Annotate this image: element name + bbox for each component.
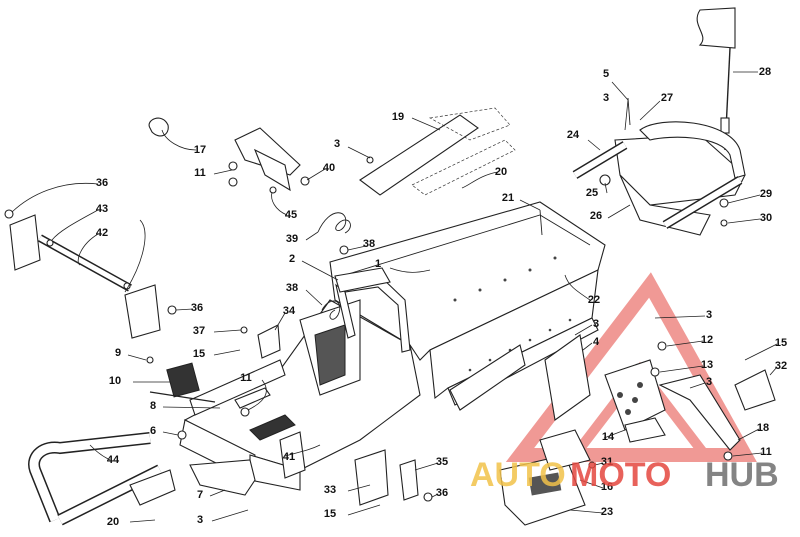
grommet-38 <box>339 245 349 255</box>
callout-c3d: 3 <box>593 318 599 330</box>
watermark-text: AUTO MOTO HUB <box>470 456 779 494</box>
callout-c3c: 3 <box>197 514 203 526</box>
callout-c20b: 20 <box>107 516 119 528</box>
steering-support <box>334 267 411 353</box>
bracket-33 <box>354 449 389 506</box>
callout-c38a: 38 <box>363 238 375 250</box>
rear-axle-assembly <box>4 209 177 339</box>
callout-c12: 12 <box>701 334 713 346</box>
clamp-ring-17 <box>148 117 169 137</box>
callout-c13: 13 <box>701 359 713 371</box>
callout-c3a: 3 <box>603 92 609 104</box>
callout-c15a: 15 <box>193 348 205 360</box>
callout-c34: 34 <box>283 305 296 317</box>
support-arm <box>658 374 741 451</box>
side-cover-32 <box>734 369 776 411</box>
chassis-tunnel <box>329 201 606 411</box>
footrest-bracket <box>604 359 666 431</box>
callout-c17: 17 <box>194 144 206 156</box>
callout-c41: 41 <box>283 451 295 463</box>
callout-c44: 44 <box>107 454 120 466</box>
callout-c25: 25 <box>586 187 598 199</box>
callout-c33: 33 <box>324 484 336 496</box>
rail-19 <box>359 114 479 196</box>
callout-c20a: 20 <box>495 166 507 178</box>
callout-c16: 16 <box>601 481 613 493</box>
callout-c2: 2 <box>289 253 295 265</box>
callout-c18: 18 <box>757 422 769 434</box>
callout-c15c: 15 <box>775 337 787 349</box>
watermark-hub: HUB <box>705 456 779 494</box>
callout-c36b: 36 <box>191 302 203 314</box>
callout-c31: 31 <box>601 456 613 468</box>
callout-c15b: 15 <box>324 508 336 520</box>
callout-c32: 32 <box>775 360 787 372</box>
tail-light-10 <box>146 356 216 403</box>
callout-c7: 7 <box>197 489 203 501</box>
side-panel-4 <box>544 334 591 421</box>
callout-c4: 4 <box>593 336 600 348</box>
leader-lines <box>11 71 778 523</box>
callout-c21: 21 <box>502 192 514 204</box>
callout-c39: 39 <box>286 233 298 245</box>
mounting-bracket <box>228 127 310 194</box>
callout-c40: 40 <box>323 162 335 174</box>
rear-rack <box>572 97 746 236</box>
callout-c36c: 36 <box>436 487 448 499</box>
callout-c27: 27 <box>661 92 673 104</box>
bracket-35 <box>399 459 419 501</box>
callout-c3b: 3 <box>334 138 340 150</box>
callout-c11a: 11 <box>194 167 206 179</box>
antenna-flag-28 <box>696 7 736 151</box>
callout-c45: 45 <box>285 209 297 221</box>
callout-c5: 5 <box>603 68 609 80</box>
callout-c23: 23 <box>601 506 613 518</box>
callout-c6: 6 <box>150 425 156 437</box>
callout-c29: 29 <box>760 188 772 200</box>
callout-c43: 43 <box>96 203 108 215</box>
watermark-moto: MOTO <box>570 456 671 494</box>
bracket-7 <box>189 459 256 496</box>
callout-c37: 37 <box>193 325 205 337</box>
callout-c36a: 36 <box>96 177 108 189</box>
watermark-auto: AUTO <box>470 456 566 494</box>
callout-c10: 10 <box>109 375 121 387</box>
callout-c3f: 3 <box>706 376 712 388</box>
plate-34 <box>257 324 281 359</box>
callout-c11c: 11 <box>760 446 772 458</box>
callout-c9: 9 <box>115 347 121 359</box>
callout-c19: 19 <box>392 111 404 123</box>
callout-c35: 35 <box>436 456 448 468</box>
callout-c24: 24 <box>567 129 580 141</box>
callout-c28: 28 <box>759 66 771 78</box>
callout-c22: 22 <box>588 294 600 306</box>
callout-c8: 8 <box>150 400 156 412</box>
callout-c30: 30 <box>760 212 772 224</box>
callout-c1: 1 <box>375 258 381 270</box>
wire-harness-39 <box>317 212 351 234</box>
callout-c26: 26 <box>590 210 602 222</box>
callout-c11b: 11 <box>240 372 252 384</box>
callout-c38b: 38 <box>286 282 298 294</box>
callout-c14: 14 <box>602 431 615 443</box>
callout-c3e: 3 <box>706 309 712 321</box>
callout-c42: 42 <box>96 227 108 239</box>
